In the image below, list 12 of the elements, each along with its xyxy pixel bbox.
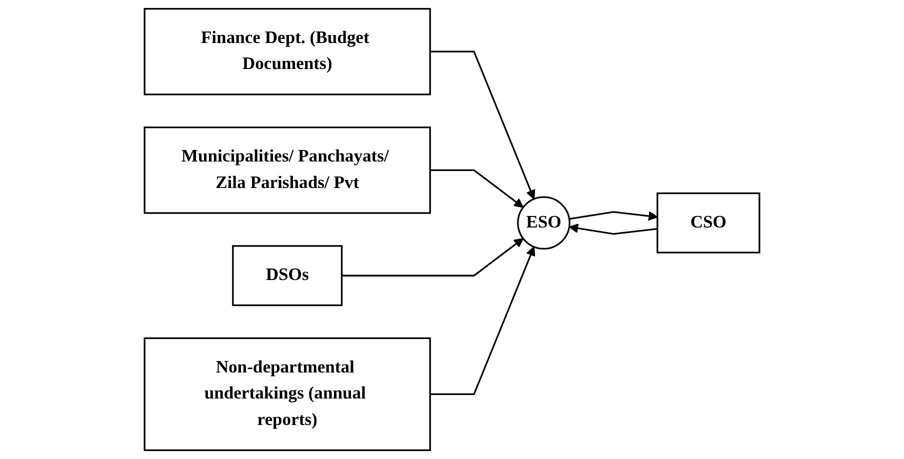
arrow (430, 246, 536, 396)
arrow (569, 211, 658, 221)
arrow (430, 169, 524, 208)
node-box: Finance Dept. (Budget Documents) (144, 8, 431, 96)
node-box: CSO (656, 192, 760, 254)
arrow (342, 238, 524, 276)
node-box: DSOs (232, 245, 343, 306)
arrow (430, 50, 536, 200)
node-circle: ESO (517, 196, 570, 250)
node-box: Non-departmental undertakings (annual reports) (144, 337, 431, 452)
node-box: Municipalities/ Panchayats/ Zila Parishads/ Pvt (144, 126, 431, 214)
arrow (568, 224, 658, 235)
